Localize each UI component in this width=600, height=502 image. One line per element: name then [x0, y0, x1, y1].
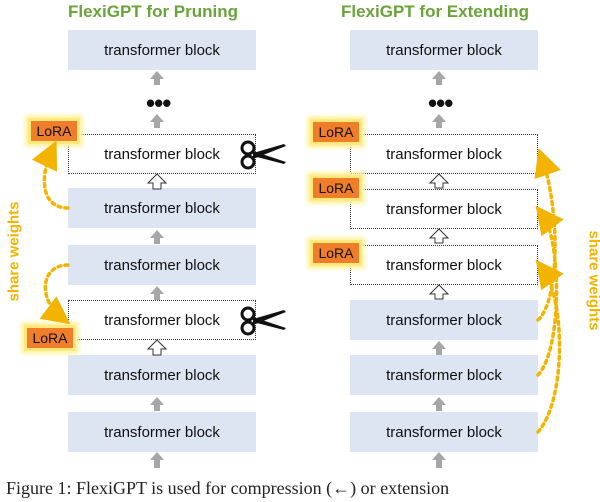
- right-ellipsis: •••: [428, 88, 453, 118]
- right-block-top: transformer block: [350, 30, 538, 70]
- hollow-arrow-up-icon: [146, 173, 168, 190]
- arrow-up-icon: [432, 397, 446, 411]
- arrow-up-icon: [432, 452, 446, 468]
- arrow-up-icon: [432, 114, 446, 128]
- arrow-up-icon: [150, 114, 164, 128]
- right-block-ext-2: transformer block: [350, 189, 538, 229]
- scissors-icon: [240, 140, 286, 170]
- right-block-ext-3: transformer block: [350, 245, 538, 285]
- left-block-7: transformer block: [68, 412, 256, 452]
- right-hollow-arrows: [428, 173, 450, 300]
- arrow-up-icon: [432, 71, 446, 85]
- left-block-pruned-upper: transformer block: [68, 134, 256, 174]
- left-share-curves: [31, 140, 71, 325]
- scissors-icon: [240, 306, 286, 336]
- right-block-5: transformer block: [350, 300, 538, 340]
- hollow-arrow-up-icon: [428, 284, 450, 300]
- arrow-up-icon: [432, 341, 446, 355]
- left-lora-upper: LoRA: [28, 118, 80, 144]
- right-lora-3: LoRA: [310, 240, 362, 266]
- right-lora-1: LoRA: [310, 119, 362, 145]
- right-block-6: transformer block: [350, 355, 538, 395]
- arrow-up-icon: [150, 230, 164, 244]
- hollow-arrow-up-icon: [146, 339, 168, 356]
- right-lora-2: LoRA: [310, 175, 362, 201]
- left-title: FlexiGPT for Pruning: [68, 2, 239, 21]
- share-arrow: [535, 259, 564, 434]
- arrow-up-icon: [150, 397, 164, 411]
- left-block-4: transformer block: [68, 245, 256, 285]
- share-arrow: [31, 140, 70, 210]
- hollow-arrow-up-icon: [428, 228, 450, 244]
- hollow-arrow-up-icon: [428, 173, 450, 189]
- right-share-curves: [534, 148, 564, 434]
- arrow-up-icon: [150, 452, 164, 468]
- left-ellipsis: •••: [146, 88, 171, 118]
- left-lora-lower: LoRA: [24, 325, 76, 351]
- left-hollow-arrows: [146, 173, 168, 356]
- right-block-7: transformer block: [350, 412, 538, 452]
- share-arrow: [535, 205, 564, 377]
- left-block-pruned-lower: transformer block: [68, 300, 256, 340]
- right-gray-arrows: [432, 71, 446, 468]
- left-block-top: transformer block: [68, 30, 256, 70]
- left-block-3: transformer block: [68, 188, 256, 228]
- share-arrow: [39, 263, 71, 325]
- figure-caption: Figure 1: FlexiGPT is used for compressi…: [6, 478, 450, 498]
- arrow-up-icon: [150, 286, 164, 300]
- arrow-up-icon: [150, 71, 164, 85]
- right-block-ext-1: transformer block: [350, 134, 538, 174]
- right-title: FlexiGPT for Extending: [341, 2, 529, 21]
- left-gray-arrows: [150, 71, 164, 468]
- left-block-6: transformer block: [68, 355, 256, 395]
